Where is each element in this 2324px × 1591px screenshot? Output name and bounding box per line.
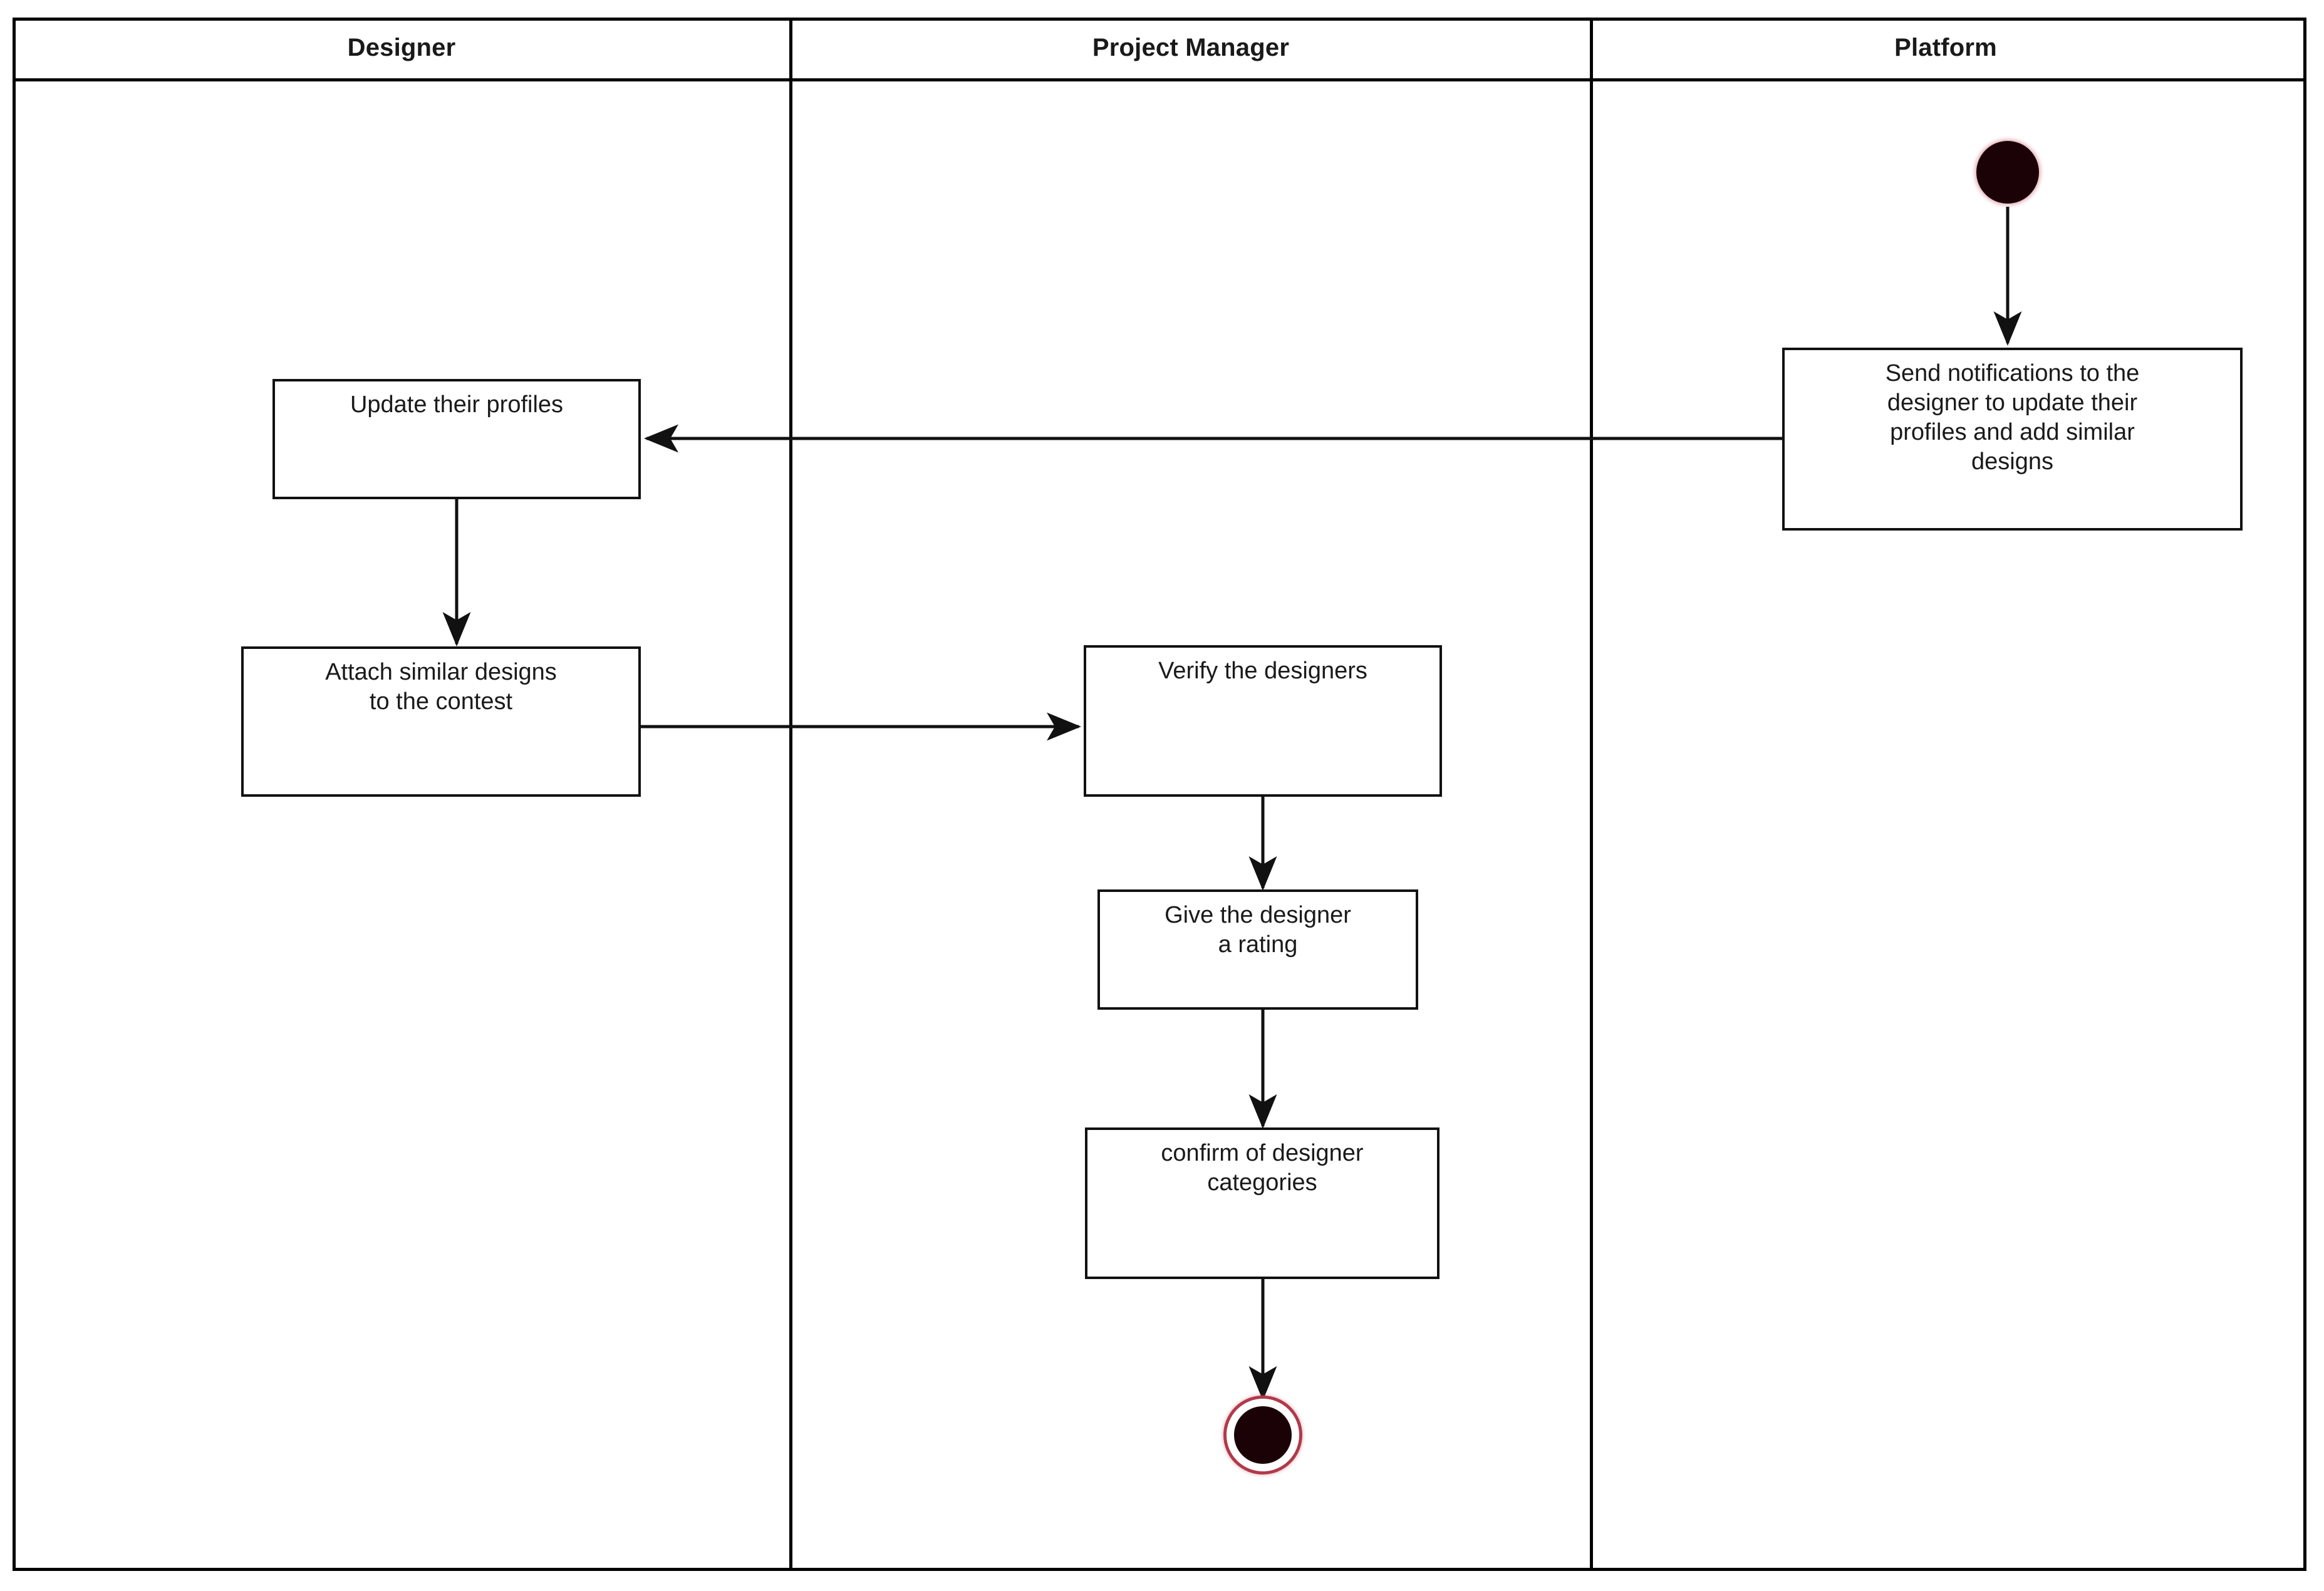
lane-header-designer[interactable]: Designer (13, 18, 791, 78)
activity-label-give-rating: Give the designer a rating (1165, 902, 1351, 958)
lane-title-project-manager: Project Manager (1092, 34, 1290, 61)
activity-label-update-profiles: Update their profiles (350, 391, 564, 418)
activity-confirm-categories[interactable]: confirm of designer categories (1085, 1127, 1440, 1279)
activity-label-send-notifications: Send notifications to the designer to up… (1885, 360, 2140, 475)
lane-divider-pm-platform (1590, 18, 1593, 1571)
activity-give-rating[interactable]: Give the designer a rating (1097, 889, 1418, 1010)
initial-node[interactable] (1976, 141, 2039, 204)
activity-label-confirm-categories: confirm of designer categories (1161, 1140, 1364, 1196)
activity-send-notifications[interactable]: Send notifications to the designer to up… (1782, 348, 2243, 531)
activity-label-verify-designers: Verify the designers (1158, 658, 1367, 684)
lane-header-platform[interactable]: Platform (1591, 18, 2300, 78)
activity-label-attach-designs: Attach similar designs to the contest (325, 659, 557, 715)
swimlane-header-row: Designer Project Manager Platform (13, 18, 2306, 81)
lane-header-project-manager[interactable]: Project Manager (791, 18, 1591, 78)
activity-attach-designs[interactable]: Attach similar designs to the contest (241, 646, 641, 797)
lane-divider-designer-pm (789, 18, 792, 1571)
activity-update-profiles[interactable]: Update their profiles (272, 379, 641, 499)
lane-title-platform: Platform (1894, 34, 1997, 61)
final-node[interactable] (1223, 1396, 1302, 1474)
lane-title-designer: Designer (347, 34, 456, 61)
final-node-inner-disc (1234, 1406, 1292, 1464)
activity-verify-designers[interactable]: Verify the designers (1084, 645, 1442, 797)
